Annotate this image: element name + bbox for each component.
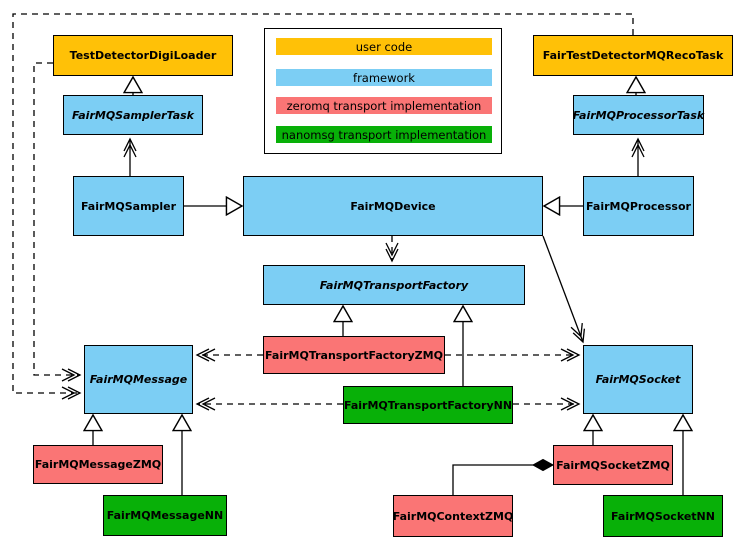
node-fairmqsocket: FairMQSocket bbox=[583, 345, 693, 414]
legend-item-zeromq: zeromq transport implementation bbox=[276, 97, 492, 114]
node-fairmqmessagenn: FairMQMessageNN bbox=[103, 495, 227, 536]
node-fairmqmessage: FairMQMessage bbox=[84, 345, 193, 414]
node-fairmqprocessor: FairMQProcessor bbox=[583, 176, 694, 236]
legend-item-user-code: user code bbox=[276, 38, 492, 55]
edge-recotask-to-message bbox=[12, 13, 634, 400]
composition-diamond bbox=[531, 458, 555, 472]
node-fairmqprocessortask: FairMQProcessorTask bbox=[573, 95, 704, 135]
node-fairmqmessagezmq: FairMQMessageZMQ bbox=[33, 445, 163, 484]
edge-device-to-socket bbox=[542, 235, 586, 344]
node-fairmqtransportfactorynn: FairMQTransportFactoryNN bbox=[343, 386, 513, 424]
node-fairmqsampler: FairMQSampler bbox=[73, 176, 184, 236]
node-fairmqsocketzmq: FairMQSocketZMQ bbox=[553, 445, 673, 485]
node-fairmqsamplertask: FairMQSamplerTask bbox=[63, 95, 203, 135]
node-fairmqtransportfactoryzmq: FairMQTransportFactoryZMQ bbox=[263, 336, 445, 374]
node-fairmqcontextzmq: FairMQContextZMQ bbox=[393, 495, 513, 537]
node-fairmqtransportfactory: FairMQTransportFactory bbox=[263, 265, 525, 305]
legend: user code framework zeromq transport imp… bbox=[264, 28, 502, 154]
node-fairtestdetectormqrecotask: FairTestDetectorMQRecoTask bbox=[533, 35, 733, 76]
node-testdetectordigiloader: TestDetectorDigiLoader bbox=[53, 35, 233, 76]
edge-ctxzmq-to-sockzmq bbox=[452, 464, 534, 495]
node-fairmqdevice: FairMQDevice bbox=[243, 176, 543, 236]
legend-item-framework: framework bbox=[276, 69, 492, 86]
legend-item-nanomsg: nanomsg transport implementation bbox=[276, 126, 492, 143]
node-fairmqsocketnn: FairMQSocketNN bbox=[603, 495, 723, 537]
edge-digiloader-to-message bbox=[33, 62, 82, 382]
